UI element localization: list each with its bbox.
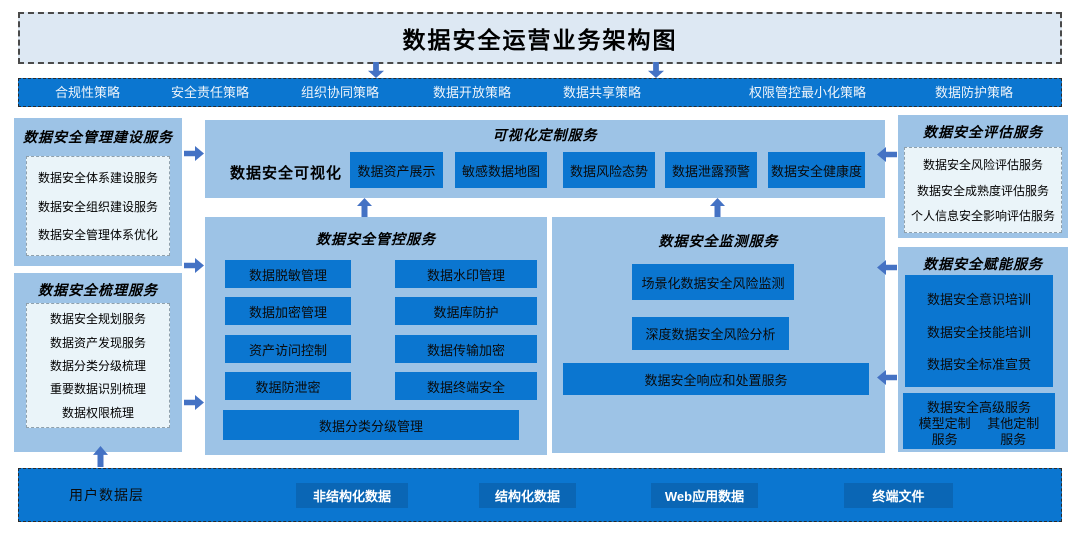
diagram-title: 数据安全运营业务架构图 <box>402 28 678 53</box>
assessment-panel: 数据安全评估服务 数据安全风险评估服务 数据安全成熟度评估服务 个人信息安全影响… <box>898 115 1068 238</box>
list-item: 个人信息安全影响评估服务 <box>910 208 1055 223</box>
panel-title: 数据安全管控服务 <box>316 231 436 247</box>
arrow-up-icon <box>710 198 725 217</box>
list-item: 模型定制服务 <box>918 416 971 448</box>
policy-item: 数据开放策略 <box>433 85 512 100</box>
arrow-down-icon <box>368 62 384 78</box>
advanced-services-block: 数据安全高级服务 模型定制服务 其他定制服务 <box>903 393 1055 449</box>
list-item: 数据安全规划服务 <box>49 312 146 327</box>
diagram-title-bar: 数据安全运营业务架构图 <box>18 12 1062 64</box>
list-item: 数据安全意识培训 <box>926 291 1031 307</box>
advanced-services-row: 模型定制服务 其他定制服务 <box>903 416 1055 449</box>
policy-item: 安全责任策略 <box>171 85 250 100</box>
arrow-right-icon <box>184 146 204 161</box>
panel-title: 数据安全梳理服务 <box>38 282 158 298</box>
list-item: 数据安全技能培训 <box>926 324 1031 340</box>
monitoring-services-panel: 数据安全监测服务 场景化数据安全风险监测 深度数据安全风险分析 数据安全响应和处… <box>552 217 885 453</box>
viz-button: 数据安全健康度 <box>768 152 865 188</box>
arrow-down-icon <box>648 62 664 78</box>
policy-strip: 合规性策略 安全责任策略 组织协同策略 数据开放策略 数据共享策略 权限管控最小… <box>18 78 1062 107</box>
data-source-button: 非结构化数据 <box>296 483 408 508</box>
control-button: 数据脱敏管理 <box>225 260 351 288</box>
viz-button: 敏感数据地图 <box>455 152 547 188</box>
sorting-item-list: 数据安全规划服务 数据资产发现服务 数据分类分级梳理 重要数据识别梳理 数据权限… <box>26 303 170 428</box>
management-construction-panel: 数据安全管理建设服务 数据安全体系建设服务 数据安全组织建设服务 数据安全管理体… <box>14 118 182 266</box>
list-item: 数据权限梳理 <box>61 405 134 420</box>
policy-item: 合规性策略 <box>55 85 121 100</box>
control-button: 数据防泄密 <box>225 372 351 400</box>
control-button: 数据传输加密 <box>395 335 537 363</box>
arrow-right-icon <box>184 258 204 273</box>
panel-title: 数据安全管理建设服务 <box>23 129 173 145</box>
arrow-up-icon <box>357 198 372 217</box>
viz-button: 数据风险态势 <box>563 152 655 188</box>
advanced-services-title: 数据安全高级服务 <box>926 399 1031 415</box>
data-source-button: 终端文件 <box>844 483 953 508</box>
policy-item: 数据共享策略 <box>563 85 642 100</box>
assessment-item-list: 数据安全风险评估服务 数据安全成熟度评估服务 个人信息安全影响评估服务 <box>904 147 1062 233</box>
list-item: 数据安全标准宣贯 <box>926 357 1031 373</box>
policy-item: 数据防护策略 <box>935 85 1014 100</box>
layer-label: 用户数据层 <box>69 487 144 503</box>
panel-title: 数据安全监测服务 <box>658 233 779 249</box>
list-item: 数据安全体系建设服务 <box>37 170 158 185</box>
enablement-panel: 数据安全赋能服务 数据安全意识培训 数据安全技能培训 数据安全标准宣贯 数据安全… <box>898 247 1068 452</box>
control-button: 数据加密管理 <box>225 297 351 325</box>
visualization-panel: 可视化定制服务 数据安全可视化 数据资产展示 敏感数据地图 数据风险态势 数据泄… <box>205 120 885 198</box>
data-sorting-panel: 数据安全梳理服务 数据安全规划服务 数据资产发现服务 数据分类分级梳理 重要数据… <box>14 273 182 452</box>
control-button: 数据库防护 <box>395 297 537 325</box>
control-button: 数据水印管理 <box>395 260 537 288</box>
monitoring-button: 场景化数据安全风险监测 <box>632 264 794 300</box>
panel-title: 可视化定制服务 <box>492 127 598 143</box>
data-source-button: 结构化数据 <box>479 483 576 508</box>
list-item: 数据分类分级梳理 <box>49 358 146 373</box>
list-item: 重要数据识别梳理 <box>49 382 146 397</box>
panel-title: 数据安全评估服务 <box>923 124 1043 140</box>
list-item: 其他定制服务 <box>987 416 1040 448</box>
list-item: 数据安全成熟度评估服务 <box>916 183 1049 198</box>
policy-item: 组织协同策略 <box>301 85 380 100</box>
control-button-wide: 数据分类分级管理 <box>223 410 519 440</box>
arrow-right-icon <box>184 395 204 410</box>
list-item: 数据安全风险评估服务 <box>922 158 1043 173</box>
viz-button: 数据泄露预警 <box>665 152 757 188</box>
monitoring-button-wide: 数据安全响应和处置服务 <box>563 363 869 395</box>
data-source-button: Web应用数据 <box>651 483 758 508</box>
monitoring-button: 深度数据安全风险分析 <box>632 317 789 350</box>
control-services-panel: 数据安全管控服务 数据脱敏管理 数据加密管理 资产访问控制 数据防泄密 数据水印… <box>205 217 547 455</box>
management-item-list: 数据安全体系建设服务 数据安全组织建设服务 数据安全管理体系优化 <box>26 156 170 256</box>
visualization-label: 数据安全可视化 <box>230 165 343 182</box>
viz-button: 数据资产展示 <box>350 152 443 188</box>
user-data-layer-bar: 用户数据层 非结构化数据 结构化数据 Web应用数据 终端文件 <box>18 468 1062 522</box>
list-item: 数据安全管理体系优化 <box>37 228 158 243</box>
training-block: 数据安全意识培训 数据安全技能培训 数据安全标准宣贯 <box>905 275 1053 387</box>
panel-title: 数据安全赋能服务 <box>923 256 1043 272</box>
control-button: 数据终端安全 <box>395 372 537 400</box>
control-button: 资产访问控制 <box>225 335 351 363</box>
list-item: 数据安全组织建设服务 <box>37 199 158 214</box>
list-item: 数据资产发现服务 <box>49 335 146 350</box>
policy-item: 权限管控最小化策略 <box>749 85 867 100</box>
